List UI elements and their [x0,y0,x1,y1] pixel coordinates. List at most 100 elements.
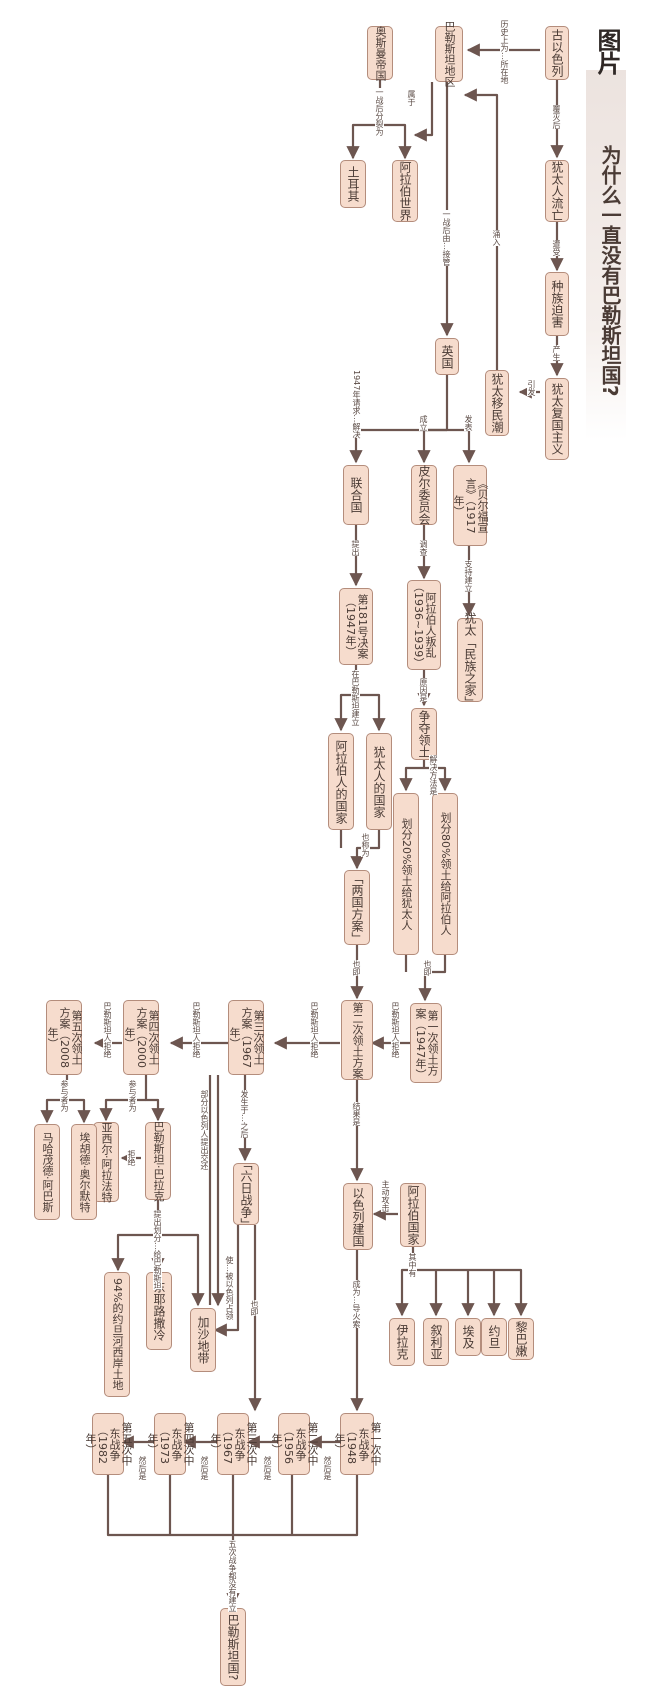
node-war-1967: 第三次中东战争（1967年） [209,1413,258,1475]
node-war-1956: 第二次中东战争（1956年） [270,1413,319,1475]
edge-line [349,428,447,464]
node-third-plan: 第三次领土方案（1967年） [228,1000,265,1075]
node-partition-80: 划分80%领土给阿拉伯人 [432,793,458,955]
edge-label: 在巴勒斯坦建立 [351,670,360,726]
node-peel-commission: 皮尔委员会 [411,465,437,525]
edge-line [445,375,476,464]
node-jewish-state: 犹太人的国家 [366,733,392,830]
node-balfour-declaration: 《贝尔福宣言》（1917年） [452,465,489,546]
brand-logo: 图片 [593,28,621,74]
node-fourth-plan: 第四次领土方案（2000年） [123,1000,160,1075]
node-war-1982: 第五次中东战争（1982年） [84,1413,133,1475]
edge-label: 主动攻击 [381,1180,390,1212]
node-israel-founded: 以色列建国 [343,1183,373,1250]
node-united-nations: 联合国 [343,465,369,525]
edge-label: 也称为 [361,833,370,857]
node-resolution-181: 第181号决案（1947年） [339,588,373,665]
node-britain: 英国 [435,338,459,375]
node-war-1973: 第四次中东战争（1973年） [146,1413,195,1475]
edge-label: 然后是 [263,1456,272,1480]
edge-label: 参与者为 [60,1080,69,1112]
node-national-home: 犹太「民族之家」 [457,612,483,708]
edge-label: 1947年请求…解决 [352,370,361,439]
edge-label: 解决方法是 [429,755,438,795]
edge-label: 产生 [552,345,561,361]
edge-label: 结果是 [352,1102,361,1126]
edge-label: 拒绝 [127,1150,136,1166]
node-war-1948: 第一次中东战争（1948年） [333,1413,382,1475]
edge-label: 也即 [250,1300,259,1316]
edge-label: 巴勒斯坦人拒绝 [103,1002,112,1058]
edge-label: 巴勒斯坦人拒绝 [310,1002,319,1058]
node-olmert: 埃胡德·奥尔默特 [71,1124,97,1220]
edge-label: 支持建立 [464,560,473,592]
node-iraq: 伊拉克 [389,1318,415,1366]
edge-line [99,1098,146,1122]
edge-label: 成立 [419,415,428,431]
title-band [586,70,626,440]
node-jewish-immigration: 犹太移民潮 [485,370,509,436]
edge-label: 也即 [352,960,361,976]
edge-label: 历史上为…所在地 [500,20,509,84]
edge-label: 然后是 [323,1456,332,1480]
edge-label: 覆灭后 [552,105,561,129]
edge-label: 成为…导火索 [352,1280,361,1328]
edge-label: 引发 [527,380,536,396]
node-syria: 叙利亚 [423,1318,449,1366]
node-zionism: 犹太复国主义 [545,378,569,460]
edge-label: 涌入 [492,230,501,246]
node-first-plan: 第一次领土方案（1947年） [410,1003,442,1083]
node-two-state-solution: 「两国方案」 [344,870,370,945]
node-ottoman-empire: 奥斯曼帝国 [367,26,393,81]
edge-line [418,955,447,1002]
node-palestine-region: 巴勒斯坦地区 [435,21,463,87]
edge-label: 属于 [407,90,416,106]
edge-label: 部分以色列人提出交还 [200,1090,209,1170]
node-west-bank-94: 94%的约旦河西岸土地 [104,1272,130,1397]
node-arab-world: 阿拉伯世界 [392,160,418,222]
edge-label: 然后是 [138,1456,147,1480]
node-fifth-plan: 第五次领土方案（2008年） [46,1000,83,1075]
edge-label: 巴勒斯坦人拒绝 [192,1002,201,1058]
edge-line [463,88,499,370]
edge-label: 巴勒斯坦人拒绝 [391,1002,400,1058]
node-ancient-israel: 古以色列 [545,26,569,80]
edge-label: 一战后由…接管 [442,210,451,266]
node-egypt: 埃及 [455,1318,481,1356]
edge-label: 原因是 [419,678,428,702]
edge-label: 使…被以色列占领 [225,1256,234,1320]
edge-line [399,766,424,792]
edge-line [417,428,447,464]
edge-line [111,1200,160,1272]
node-abbas: 马哈茂德·阿巴斯 [34,1124,60,1220]
edge-label: 五次战争都没有建立 [228,1540,237,1612]
edge-label: 也即 [423,960,432,976]
node-second-plan: 第二次领土方案 [341,1000,373,1080]
edge-line [413,82,434,142]
node-partition-20: 划分20%领土给犹太人 [393,793,419,955]
edge-label: 遭受 [552,240,561,256]
node-territory-dispute: 争夺领土 [411,708,437,760]
edge-label: 提出 [351,540,360,556]
node-arab-revolt: 阿拉伯人叛乱（1936~1939） [407,580,441,670]
edge-label: 一战后分裂为 [375,88,384,136]
node-lebanon: 黎巴嫩 [508,1318,534,1360]
node-persecution: 种族迫害 [545,272,569,336]
edge-label: 参与者为 [128,1080,137,1112]
edge-line [158,1233,205,1307]
edge-line [65,1075,91,1124]
edge-label: 然后是 [200,1456,209,1480]
page-title: 为什么一直没有巴勒斯坦国? [598,145,622,397]
edge-label: 发表 [464,415,473,431]
node-gaza-strip: 加沙地带 [190,1308,216,1372]
node-palestine-state: 巴勒斯坦国? [220,1608,246,1686]
node-jewish-exile: 犹太人流亡 [545,160,569,222]
edge-label: 调查 [419,540,428,556]
node-arab-state: 阿拉伯人的国家 [328,733,354,830]
node-barak: 巴勒斯坦·巴拉克 [145,1121,171,1201]
node-arab-states: 阿拉伯国家 [400,1183,426,1247]
node-six-day-war: 「六日战争」 [233,1158,259,1230]
edge-label: 发生于…之后 [240,1090,249,1138]
edge-label: 其中有 [408,1253,417,1277]
edge-label: 提出划分…给巴勒斯坦 [153,1210,162,1290]
